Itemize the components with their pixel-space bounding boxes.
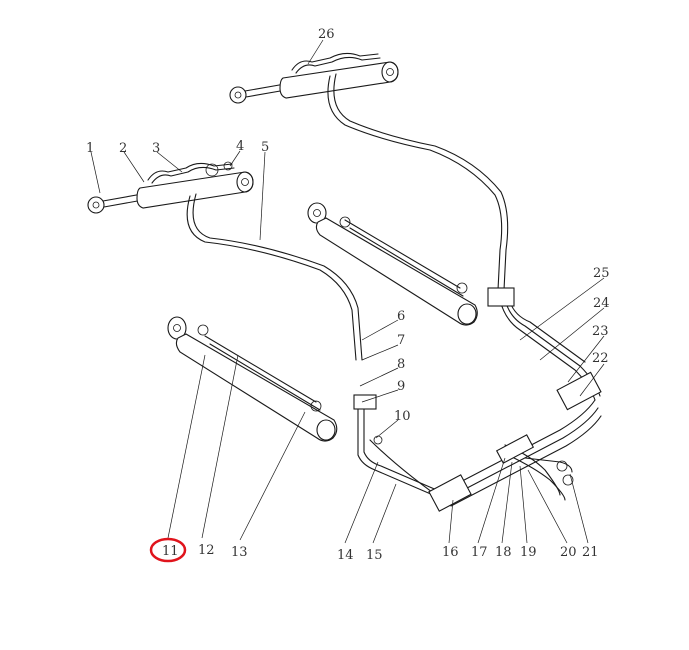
callout-24: 24 — [593, 296, 610, 311]
top-cylinder — [229, 52, 399, 104]
callout-25: 25 — [593, 266, 610, 281]
callout-8: 8 — [397, 357, 405, 372]
callout-16: 16 — [442, 545, 459, 560]
callout-21: 21 — [582, 545, 599, 560]
hose-lines — [186, 73, 602, 507]
callout-1: 1 — [86, 141, 94, 156]
callout-19: 19 — [520, 545, 537, 560]
callout-18: 18 — [495, 545, 512, 560]
callout-5: 5 — [261, 140, 269, 155]
callout-6: 6 — [397, 309, 405, 324]
callout-17: 17 — [471, 545, 488, 560]
callout-26: 26 — [318, 27, 335, 42]
middle-right-cylinder — [307, 202, 478, 326]
manifold-blocks — [353, 282, 602, 512]
callout-7: 7 — [397, 333, 405, 348]
callout-14: 14 — [337, 548, 354, 563]
callout-labels: 1 2 3 4 5 6 7 8 9 10 11 12 13 14 15 16 1… — [86, 27, 610, 563]
highlight-circle — [149, 537, 187, 563]
callout-11: 11 — [162, 544, 179, 559]
leader-lines — [90, 39, 605, 544]
callout-23: 23 — [592, 324, 609, 339]
lower-left-cylinder — [167, 316, 338, 442]
callout-22: 22 — [592, 351, 609, 366]
callout-3: 3 — [152, 141, 160, 156]
callout-9: 9 — [397, 379, 405, 394]
callout-2: 2 — [119, 141, 127, 156]
callout-15: 15 — [366, 548, 383, 563]
callout-13: 13 — [231, 545, 248, 560]
callout-10: 10 — [394, 409, 411, 424]
callout-4: 4 — [236, 139, 244, 154]
callout-12: 12 — [198, 543, 215, 558]
upper-left-cylinder — [87, 161, 254, 214]
callout-20: 20 — [560, 545, 577, 560]
